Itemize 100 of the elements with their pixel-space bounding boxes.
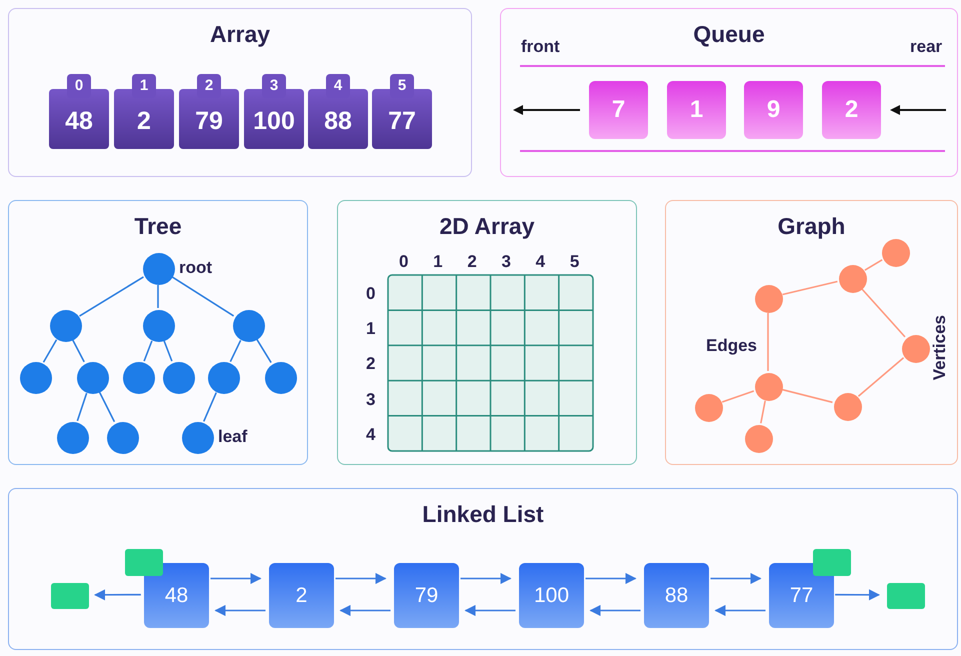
- connector-line: [760, 400, 766, 424]
- arrow: [714, 604, 766, 616]
- cell-value: 88: [308, 89, 368, 149]
- connector-line: [143, 340, 153, 362]
- grid-index: 1: [366, 319, 376, 340]
- graph-vertex: [695, 394, 723, 422]
- arrow: [214, 604, 266, 616]
- list-node: 48: [144, 563, 209, 628]
- tree-node: [265, 362, 297, 394]
- queue-item: 9: [744, 81, 803, 139]
- panel-title: Array: [210, 21, 270, 48]
- arrow: [460, 572, 512, 584]
- arrow: [336, 572, 387, 584]
- panel: [8, 8, 472, 177]
- tree-node: [77, 362, 109, 394]
- connector-line: [864, 259, 883, 271]
- graph-vertex: [745, 425, 773, 453]
- connector-line: [163, 340, 173, 362]
- cell-value: 2: [114, 89, 174, 149]
- tree-node: [107, 422, 139, 454]
- node-caption: root: [179, 258, 212, 278]
- queue-item: 1: [667, 81, 726, 139]
- grid-index: 0: [399, 252, 408, 272]
- arrow: [835, 589, 880, 600]
- cell-value: 79: [179, 89, 239, 149]
- arrow: [210, 572, 262, 584]
- connector-line: [858, 357, 904, 397]
- list-node: 88: [644, 563, 709, 628]
- annotation: Edges: [706, 336, 758, 356]
- list-node: 100: [519, 563, 584, 628]
- queue-item: 2: [822, 81, 881, 139]
- node-caption: leaf: [218, 427, 248, 447]
- panel: [8, 200, 308, 465]
- pointer-box: [887, 583, 925, 609]
- queue-item: 7: [589, 81, 648, 139]
- tree-node: [163, 362, 195, 394]
- arrow: [94, 589, 141, 600]
- connector-line: [230, 340, 242, 362]
- graph-vertex: [902, 335, 930, 363]
- index-tab: 4: [326, 74, 350, 98]
- grid-index: 4: [366, 424, 376, 445]
- graph-vertex: [882, 239, 910, 267]
- panel-title: Queue: [693, 21, 765, 48]
- tree-node: [208, 362, 240, 394]
- grid-index: 3: [502, 252, 511, 272]
- pointer-box: [813, 549, 851, 576]
- grid-index: 3: [366, 390, 376, 410]
- connector-line: [98, 392, 116, 422]
- connector-line: [76, 392, 88, 422]
- arrow: [589, 604, 640, 616]
- graph-vertex: [755, 373, 783, 401]
- index-tab: 1: [132, 74, 156, 98]
- arrow: [339, 604, 390, 616]
- cell-value: 48: [49, 89, 109, 149]
- grid-index: 1: [433, 252, 443, 272]
- cell-value: 100: [244, 89, 304, 149]
- arrow: [710, 572, 762, 584]
- index-tab: 3: [262, 74, 286, 98]
- connector-line: [72, 340, 85, 362]
- grid-index: 0: [366, 284, 376, 304]
- index-tab: 0: [67, 74, 91, 98]
- tree-node: [123, 362, 155, 394]
- pointer-box: [125, 549, 163, 576]
- graph-vertex: [755, 285, 783, 313]
- panel: [500, 8, 958, 177]
- panel: [665, 200, 958, 465]
- connector-line: [722, 390, 754, 403]
- tree-node: [233, 310, 265, 342]
- annotation: rear: [910, 37, 942, 57]
- annotation: Vertices: [930, 315, 950, 380]
- arrow: [464, 604, 516, 616]
- list-node: 2: [269, 563, 334, 628]
- connector-line: [203, 392, 217, 422]
- cell-value: 77: [372, 89, 432, 149]
- graph-vertex: [834, 393, 862, 421]
- connector-line: [157, 285, 159, 308]
- pointer-box: [51, 583, 89, 609]
- panel: [337, 200, 637, 465]
- list-node: 77: [769, 563, 834, 628]
- grid-index: 2: [467, 252, 477, 272]
- list-node: 79: [394, 563, 459, 628]
- panel-title: Graph: [778, 213, 846, 240]
- grid-index: 2: [366, 354, 376, 374]
- annotation: front: [521, 37, 560, 57]
- panel-title: 2D Array: [439, 213, 535, 240]
- connector-line: [42, 339, 58, 363]
- panel-title: Tree: [134, 213, 182, 240]
- tree-node: [50, 310, 82, 342]
- index-tab: 2: [197, 74, 221, 98]
- connector-line: [172, 276, 234, 317]
- connector-line: [767, 313, 769, 371]
- tree-node: [20, 362, 52, 394]
- grid-index: 4: [536, 252, 546, 272]
- connector-line: [782, 280, 838, 296]
- connector-line: [256, 339, 272, 363]
- index-tab: 5: [390, 74, 414, 98]
- panel-title: Linked List: [422, 501, 544, 528]
- connector-line: [79, 276, 144, 317]
- graph-vertex: [839, 265, 867, 293]
- grid-index: 5: [570, 252, 580, 272]
